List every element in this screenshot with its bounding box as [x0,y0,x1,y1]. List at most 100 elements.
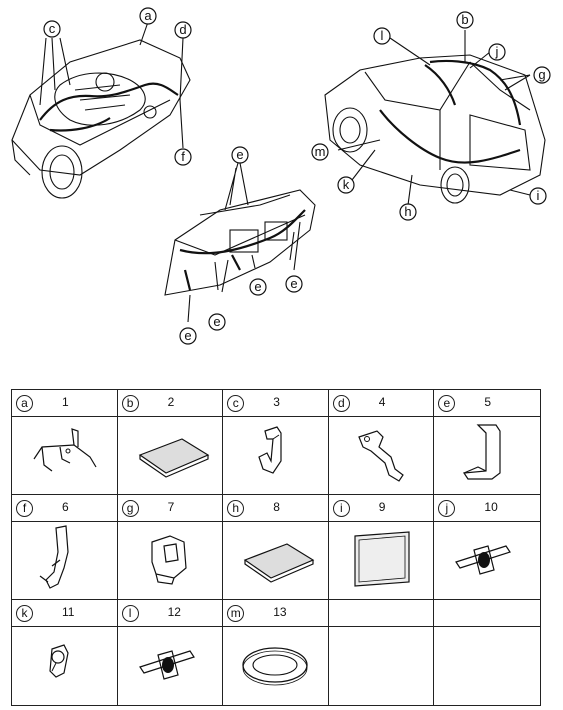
part-number: 3 [273,395,280,409]
grommet-icon [242,647,308,686]
bracket-clip-icon [33,428,97,472]
svg-text:e: e [290,276,297,291]
part-cell-m: m 13 [223,600,329,705]
part-number: 8 [273,500,280,514]
svg-text:e: e [184,328,191,343]
tie-clip-icon [455,545,512,575]
part-number: 12 [167,605,181,619]
part-letter: b [121,394,139,412]
part-letter: e [438,394,456,412]
foam-pad-icon [243,543,315,583]
cell-header: k 11 [12,600,117,627]
callout-g: g [533,66,551,84]
callout-e-right: e [285,275,303,293]
svg-text:e: e [236,147,243,162]
callout-c: c [43,20,61,38]
callout-f: f [174,148,192,166]
angled-bracket-icon [358,430,404,482]
part-letter: k [16,604,33,622]
engine-bay-view [11,21,191,199]
tie-clip-icon [138,650,195,680]
svg-text:e: e [213,314,220,329]
svg-text:i: i [537,188,540,203]
svg-text:j: j [495,44,499,59]
cell-header [328,600,434,627]
svg-text:a: a [144,8,152,23]
svg-text:m: m [315,144,326,159]
part-number: 5 [484,395,492,409]
instrument-panel-view [164,162,316,323]
part-number: 13 [273,605,287,619]
part-number: 2 [167,395,175,409]
part-number: 4 [378,395,386,409]
part-number: 10 [484,500,498,514]
holder-clip-icon [150,535,187,585]
part-letter: f [16,499,33,517]
long-clip-icon [39,525,69,589]
part-letter: h [227,499,245,517]
callout-e-top: e [231,146,249,164]
band-clip-icon [463,424,501,480]
part-number: 1 [62,395,69,409]
empty-cell [328,600,435,705]
callout-k: k [337,176,355,194]
part-letter: i [332,499,350,517]
cell-header: l 12 [117,600,223,627]
hook-clip-icon [258,426,282,474]
callout-h: h [399,203,417,221]
callout-e-left: e [179,327,197,345]
svg-text:d: d [179,22,186,37]
empty-cell [434,600,540,705]
part-letter: c [227,394,245,412]
callout-d: d [174,21,192,39]
part-letter: g [121,499,139,517]
part-cell-k: k 11 [12,600,118,705]
part-letter: a [16,394,33,412]
foam-pad-icon [138,438,209,478]
svg-text:h: h [404,204,411,219]
callout-e-mid: e [249,278,267,296]
small-clip-icon [49,644,69,678]
part-number: 11 [62,605,75,619]
svg-text:e: e [254,279,261,294]
svg-text:f: f [181,149,185,164]
callout-i: i [529,187,547,205]
rear-body-view [324,30,546,206]
part-letter: l [121,604,139,622]
callout-a: a [139,7,157,25]
part-number: 7 [167,500,175,514]
callout-m: m [311,143,329,161]
svg-text:b: b [461,12,468,27]
svg-text:k: k [343,177,350,192]
cell-header [434,600,540,627]
part-number: 9 [378,500,386,514]
wiring-harness-illustration: .ln { fill: none; stroke: #111; stroke-w… [11,7,551,345]
svg-text:l: l [381,28,384,43]
part-cell-l: l 12 [117,600,224,705]
callout-e-low: e [208,313,226,331]
cell-header: m 13 [223,600,328,627]
svg-text:c: c [49,21,56,36]
part-letter: m [227,604,245,622]
callout-l-top: l [373,27,391,45]
svg-text:g: g [538,67,545,82]
